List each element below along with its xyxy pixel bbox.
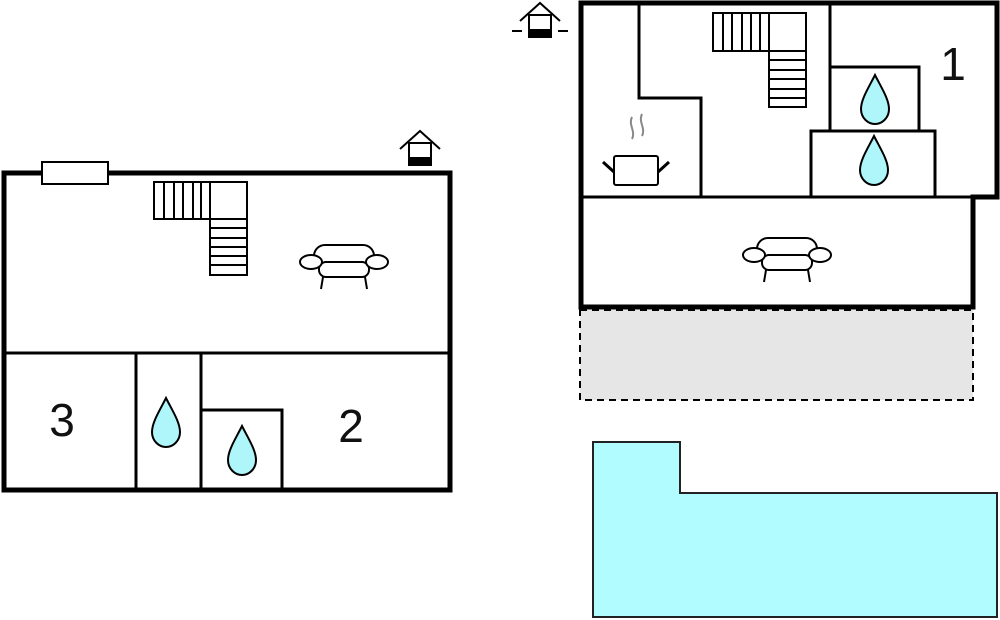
entrance-icon <box>519 2 561 38</box>
stairs-icon <box>153 181 248 276</box>
swimming-pool <box>592 441 998 618</box>
ground-floor-plan: 3 2 <box>1 130 453 493</box>
stairs-icon <box>712 12 807 108</box>
room-label-2: 2 <box>338 400 364 452</box>
entrance-icon <box>399 130 441 166</box>
kitchen-pot-icon <box>601 113 671 186</box>
window-icon <box>41 161 109 185</box>
room-label-1: 1 <box>940 38 966 90</box>
terrace <box>579 309 974 401</box>
outer-wall <box>1 170 453 493</box>
room-label-3: 3 <box>49 394 75 446</box>
upper-floor-plan: 1 <box>512 0 1000 401</box>
